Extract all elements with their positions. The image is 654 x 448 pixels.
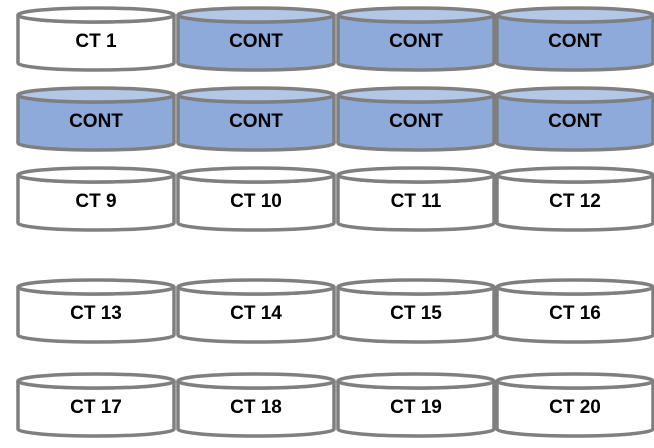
cylinder-top [176, 166, 336, 184]
cylinder-2-3: CONT [336, 86, 496, 152]
cylinder-label: CT 15 [390, 303, 442, 324]
cylinder-label: CT 11 [391, 191, 442, 212]
cylinder-1-1: CT 1 [16, 6, 176, 72]
cylinder-label: CONT [69, 111, 123, 132]
cylinder-top [495, 166, 654, 184]
cylinder-2-4: CONT [495, 86, 654, 152]
cylinder-label: CT 14 [230, 303, 282, 324]
cylinder-top [176, 6, 336, 24]
cylinder-top [176, 372, 336, 390]
cylinder-top [336, 278, 496, 296]
cylinder-label: CONT [389, 31, 443, 52]
cylinder-top [16, 278, 176, 296]
cylinder-top [495, 6, 654, 24]
cylinder-label: CT 20 [549, 397, 601, 418]
cylinder-label: CONT [229, 111, 283, 132]
cylinder-label: CT 13 [70, 303, 122, 324]
cylinder-label: CONT [229, 31, 283, 52]
cylinder-top [336, 86, 496, 104]
cylinder-label: CT 19 [390, 397, 442, 418]
cylinder-top [16, 6, 176, 24]
cylinder-label: CT 1 [75, 31, 117, 52]
cylinder-label: CT 17 [70, 397, 122, 418]
cylinder-2-2: CONT [176, 86, 336, 152]
cylinder-label: CONT [548, 31, 602, 52]
cylinder-5-2: CT 18 [176, 372, 336, 438]
cylinder-label: CT 16 [549, 303, 601, 324]
cylinder-label: CONT [389, 111, 443, 132]
cylinder-5-3: CT 19 [336, 372, 496, 438]
cylinder-top [336, 6, 496, 24]
cylinder-top [495, 86, 654, 104]
cylinder-label: CONT [548, 111, 602, 132]
cylinder-label: CT 12 [549, 191, 601, 212]
cylinder-4-1: CT 13 [16, 278, 176, 344]
cylinder-3-3: CT 11 [336, 166, 496, 232]
cylinder-top [16, 86, 176, 104]
cylinder-5-1: CT 17 [16, 372, 176, 438]
cylinder-top [16, 372, 176, 390]
cylinder-top [336, 372, 496, 390]
cylinder-label: CT 18 [230, 397, 282, 418]
cylinder-top [176, 278, 336, 296]
cylinder-1-4: CONT [495, 6, 654, 72]
cylinder-label: CT 10 [230, 191, 282, 212]
cylinder-label: CT 9 [75, 191, 116, 212]
cylinder-1-2: CONT [176, 6, 336, 72]
cylinder-top [176, 86, 336, 104]
cylinder-top [495, 372, 654, 390]
cylinder-1-3: CONT [336, 6, 496, 72]
cylinder-4-2: CT 14 [176, 278, 336, 344]
cylinder-3-1: CT 9 [16, 166, 176, 232]
cylinder-4-4: CT 16 [495, 278, 654, 344]
cylinder-top [495, 278, 654, 296]
cylinder-4-3: CT 15 [336, 278, 496, 344]
cylinder-5-4: CT 20 [495, 372, 654, 438]
cylinder-2-1: CONT [16, 86, 176, 152]
cylinder-top [336, 166, 496, 184]
cylinder-3-4: CT 12 [495, 166, 654, 232]
cylinder-top [16, 166, 176, 184]
cylinder-3-2: CT 10 [176, 166, 336, 232]
